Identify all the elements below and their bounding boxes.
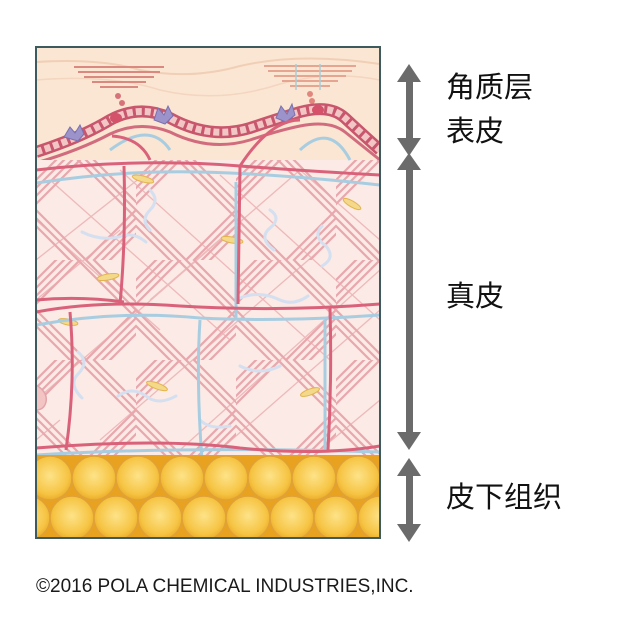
elastin-fibers bbox=[72, 188, 332, 429]
label-epidermis: 表皮 bbox=[446, 114, 505, 148]
stratum-corneum-arrow bbox=[397, 64, 421, 156]
stratum-corneum-layer bbox=[36, 57, 380, 106]
epidermis-layer bbox=[36, 102, 380, 165]
blood-vessels bbox=[36, 118, 380, 454]
diagram-frame bbox=[35, 46, 381, 539]
dermis-edge-fold bbox=[36, 384, 48, 411]
label-subcutaneous: 皮下组织 bbox=[446, 480, 563, 514]
label-dermis: 真皮 bbox=[446, 279, 505, 313]
layer-range-arrows bbox=[397, 64, 421, 542]
label-stratum-corneum: 角质层 bbox=[446, 70, 534, 104]
dermis-arrow bbox=[397, 153, 421, 450]
subcutaneous-arrow bbox=[397, 458, 421, 542]
collagen-network bbox=[36, 160, 380, 460]
copyright-notice: ©2016 POLA CHEMICAL INDUSTRIES,INC. bbox=[36, 576, 414, 597]
subcutaneous-fat bbox=[36, 455, 380, 538]
collagen-overlay bbox=[36, 169, 380, 451]
